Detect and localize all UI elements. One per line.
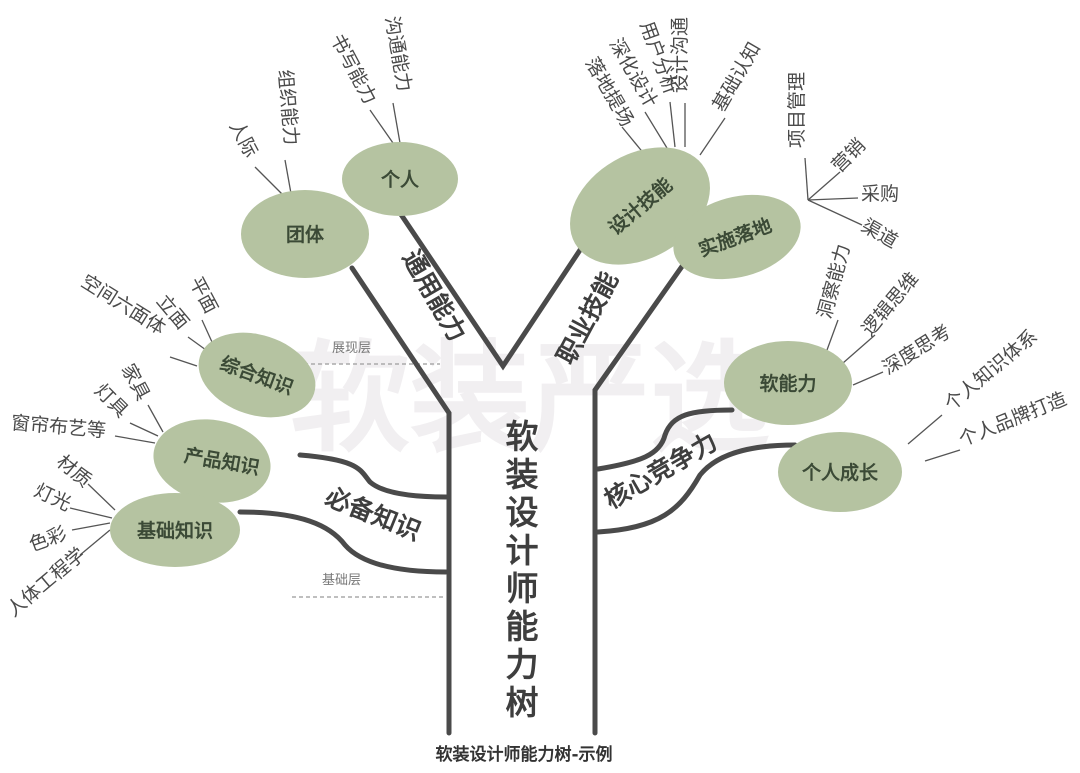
- node-ruan-nengli[interactable]: 软能力: [724, 341, 852, 425]
- leaf-pingmian: 平面: [185, 273, 222, 317]
- leaf-jichu-renzhi: 基础认知: [708, 39, 765, 116]
- svg-text:装: 装: [506, 455, 539, 494]
- twigs-core: [826, 319, 961, 462]
- layer-label-top: 展现层: [332, 341, 371, 356]
- twigs-essential: [69, 319, 213, 556]
- node-sheji-jineng[interactable]: 设计技能: [549, 123, 731, 288]
- svg-text:软能力: 软能力: [759, 372, 816, 395]
- diagram-caption: 软装设计师能力树-示例: [435, 744, 612, 765]
- leaf-dengguang: 灯光: [31, 480, 75, 516]
- node-geren-chengzhang[interactable]: 个人成长: [778, 432, 902, 512]
- leaf-caigou: 采购: [861, 183, 899, 205]
- leaf-shendu-sikao: 深度思考: [879, 320, 955, 379]
- leaf-secai: 色彩: [26, 523, 69, 557]
- svg-text:团体: 团体: [286, 223, 325, 246]
- trunk-title: 软 装 设 计 师 能 力 树: [506, 417, 539, 722]
- leaf-shuxie-nengli: 书写能力: [326, 30, 381, 107]
- leaf-chuanglian-buyi: 窗帘布艺等: [10, 412, 107, 442]
- leaf-dongcha-nengli: 洞察能力: [814, 242, 855, 321]
- leaf-yingxiao: 营销: [828, 135, 870, 177]
- layer-label-bottom: 基础层: [322, 573, 361, 588]
- svg-text:设: 设: [506, 493, 539, 532]
- leaf-zuzhi-nengli: 组织能力: [274, 69, 303, 147]
- leaf-renti-gongchengxue: 人体工程学: [3, 543, 90, 621]
- node-shishi-luodi[interactable]: 实施落地: [664, 182, 810, 293]
- watermark: 软装严选: [290, 330, 770, 469]
- svg-text:基础知识: 基础知识: [136, 519, 213, 542]
- node-chanpin-zhishi[interactable]: 产品知识: [147, 410, 277, 511]
- node-jichu-zhishi[interactable]: 基础知识: [110, 493, 240, 567]
- leaf-qudao: 渠道: [858, 215, 902, 253]
- leaf-xiangmu-guanli: 项目管理: [786, 72, 808, 148]
- branch-essential-band: [237, 452, 449, 575]
- twigs-professional: [621, 101, 863, 226]
- svg-text:计: 计: [506, 531, 539, 570]
- svg-text:软: 软: [506, 417, 539, 456]
- branch-core-band: [595, 407, 798, 535]
- trunk: [349, 210, 693, 736]
- leaf-renji: 人际: [225, 117, 262, 161]
- svg-text:个人: 个人: [380, 169, 420, 191]
- node-tuanti[interactable]: 团体: [241, 190, 369, 278]
- node-zonghe-zhishi[interactable]: 综合知识: [188, 318, 327, 431]
- leaf-luoji-siwei: 逻辑思维: [858, 268, 924, 340]
- svg-text:个人成长: 个人成长: [801, 461, 879, 484]
- svg-text:力: 力: [506, 645, 539, 684]
- node-geren[interactable]: 个人: [342, 142, 458, 216]
- leaf-goutong-nengli: 沟通能力: [380, 15, 415, 94]
- svg-text:能: 能: [506, 607, 539, 646]
- leaf-sheji-goutong: 设计沟通: [669, 17, 691, 93]
- svg-text:树: 树: [506, 683, 539, 722]
- svg-text:师: 师: [506, 569, 539, 608]
